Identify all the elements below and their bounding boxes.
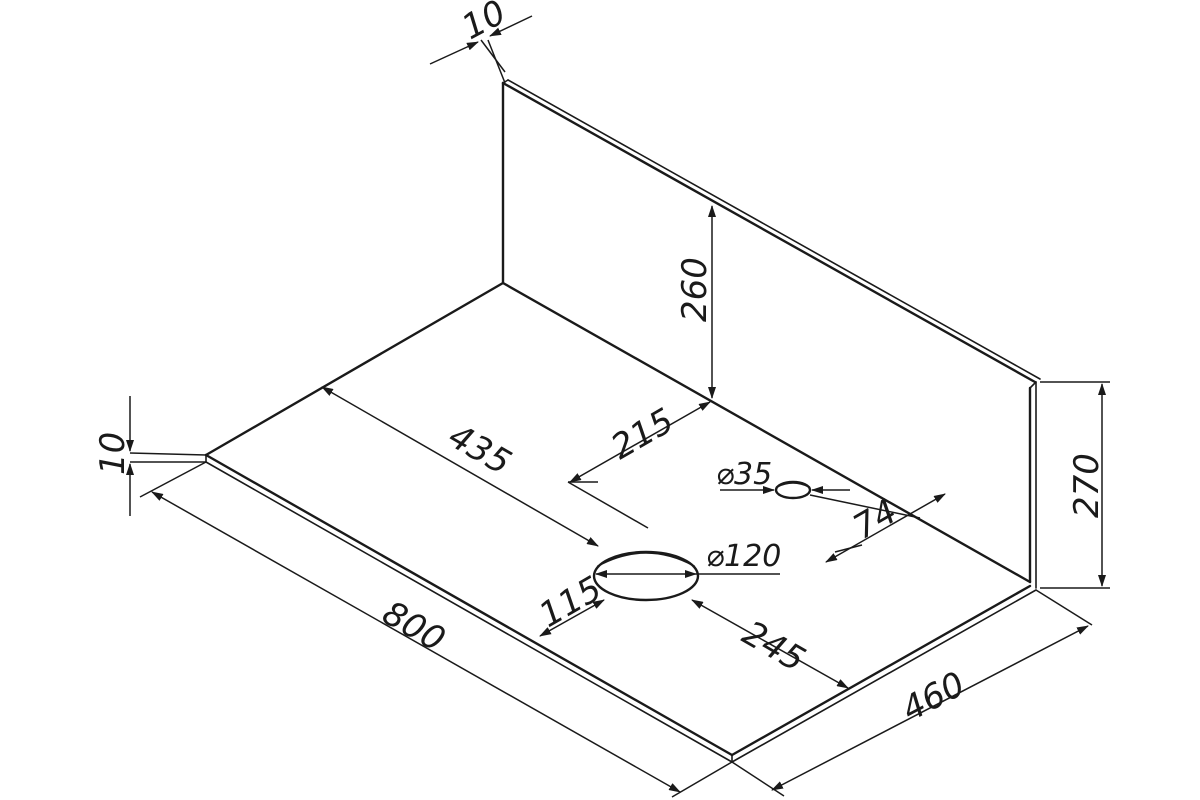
dim-small-hole: ⌀35 (716, 457, 850, 494)
back-wall-top-cap (502, 79, 509, 84)
dim-offset-215: 215 (567, 401, 711, 529)
dim-wall-height: 260 (675, 205, 716, 399)
dim-large-hole: ⌀120 (595, 539, 781, 578)
side-wall-top-cap (1029, 381, 1037, 389)
dim-wall-height-label: 260 (675, 257, 715, 322)
dim-length-line (151, 491, 681, 793)
dim-wall-thickness: 10 (429, 0, 533, 84)
base-front-edge (204, 453, 734, 757)
dimensions: 10 10 260 270 435 (93, 0, 1110, 798)
dim-offset-245: 245 (691, 599, 849, 689)
large-hole-inner-rim (597, 552, 695, 567)
dim-offset-435-label: 435 (442, 416, 518, 483)
dim-offset-245-label: 245 (736, 613, 812, 680)
dim-offset-74: 74 (809, 492, 946, 563)
dim-offset-435: 435 (321, 386, 599, 547)
dim-offset-115-label: 115 (533, 569, 609, 636)
dim-base-thickness: 10 (93, 396, 207, 516)
body-outline (204, 79, 1041, 763)
dim-large-hole-label: ⌀120 (706, 539, 781, 574)
dim-base-thickness-label: 10 (93, 432, 133, 475)
dim-length-label: 800 (376, 593, 452, 660)
dim-offset-215-line (569, 401, 711, 483)
dim-offset-74-label: 74 (847, 492, 904, 548)
dim-offset-74-line (825, 493, 946, 563)
large-hole (592, 550, 700, 602)
dim-side-height: 270 (1040, 381, 1110, 589)
dim-offset-115: 115 (533, 569, 609, 637)
dim-depth-line (771, 625, 1089, 791)
dim-wall-thickness-label: 10 (455, 0, 512, 48)
dim-length: 800 (139, 461, 733, 798)
dim-depth: 460 (731, 589, 1093, 797)
dim-wall-thickness-arrow-right (489, 15, 533, 37)
back-wall-top-edge (501, 81, 1037, 384)
small-hole (774, 480, 812, 500)
dim-small-hole-label: ⌀35 (716, 457, 772, 492)
dim-offset-435-line (321, 386, 599, 547)
dim-side-height-label: 270 (1067, 453, 1107, 518)
dim-offset-215-label: 215 (605, 401, 681, 468)
base-left-edge (204, 281, 505, 457)
small-hole-inner-rim (776, 482, 810, 488)
base-front-edge-thickness (205, 461, 733, 763)
back-wall-top-edge-thickness (507, 79, 1041, 380)
dim-wall-thickness-arrow-left (429, 41, 479, 65)
